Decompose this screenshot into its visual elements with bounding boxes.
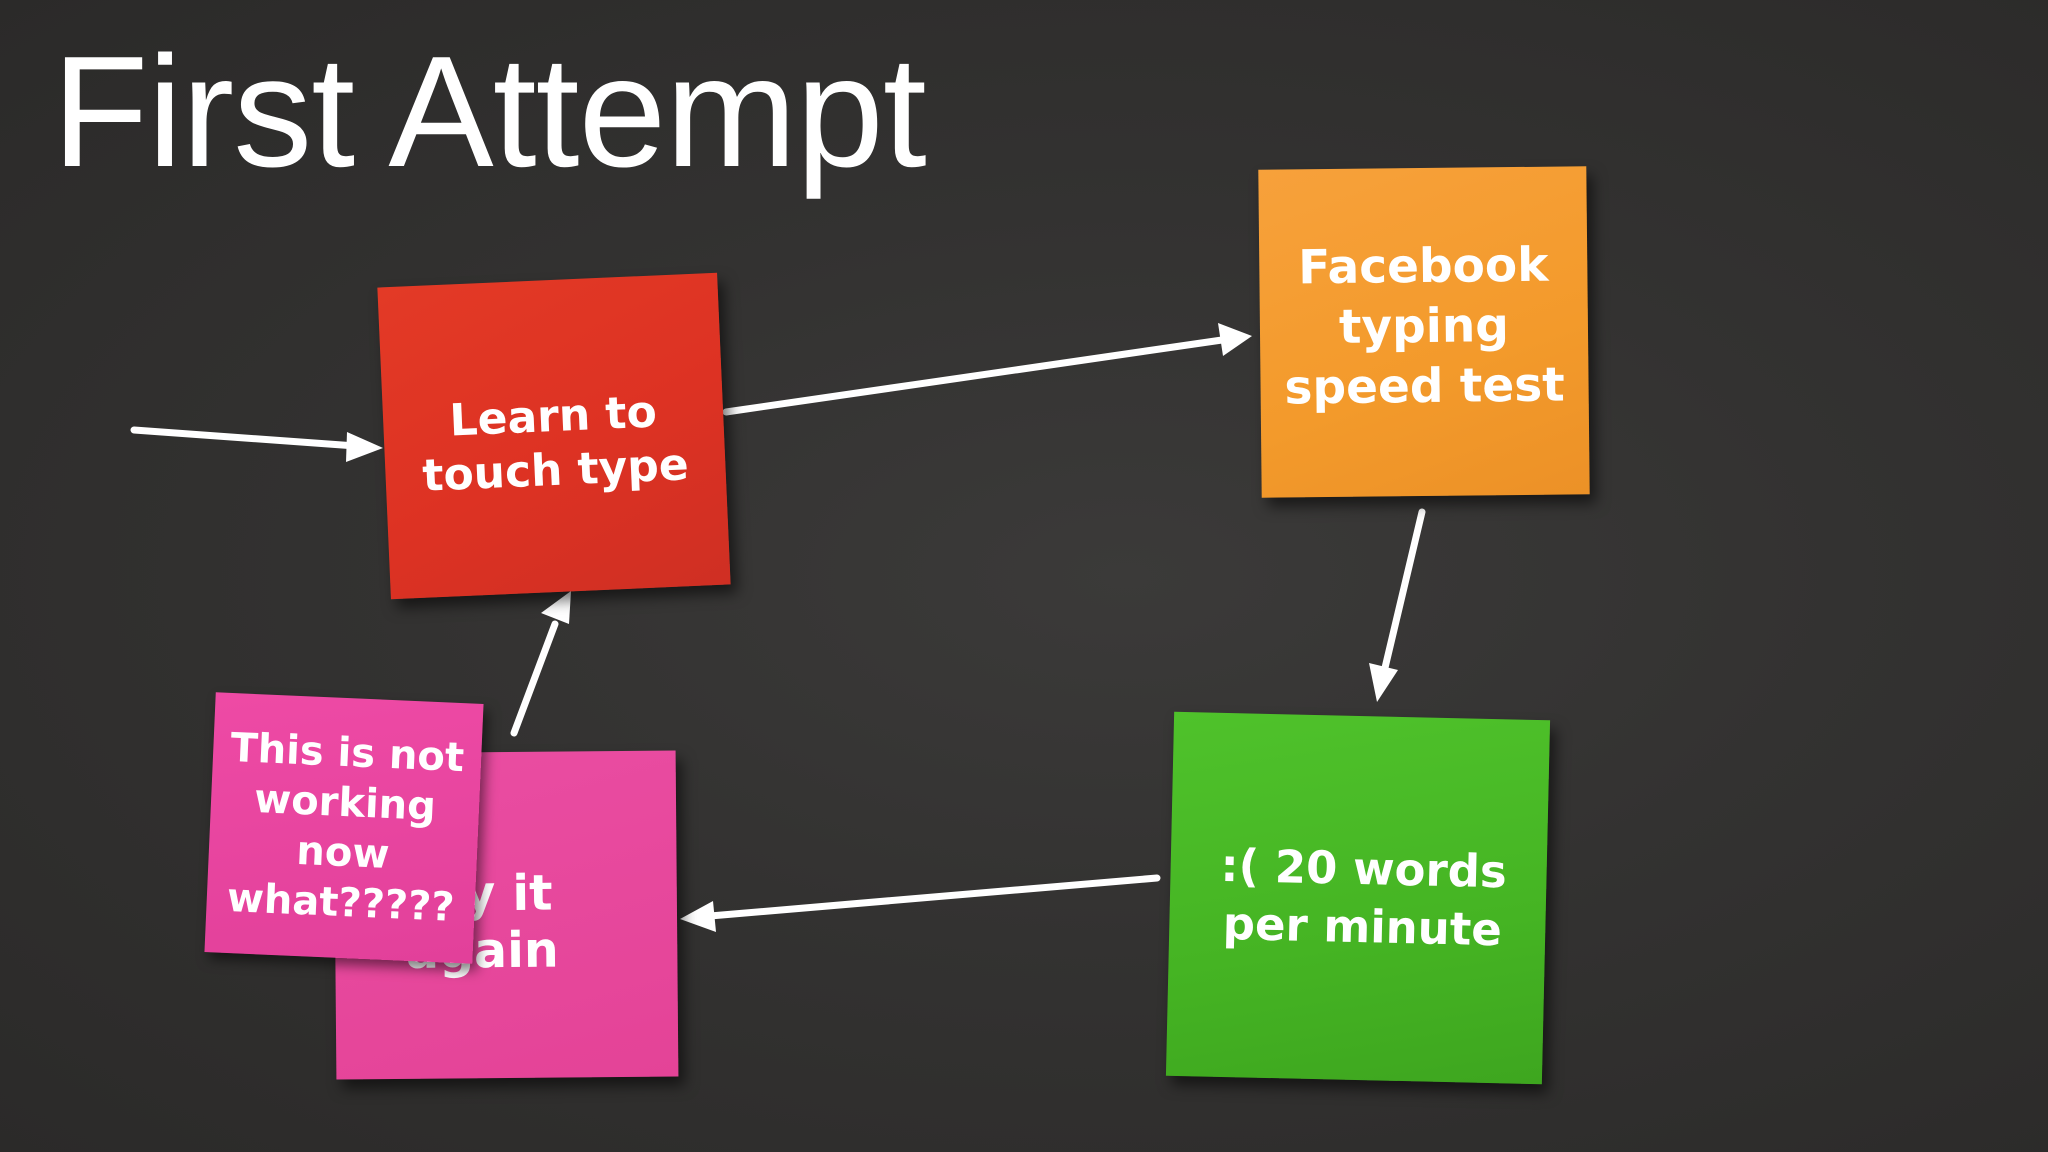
arrow-test-to-result-head: [1369, 663, 1398, 702]
note-result: :( 20 words per minute: [1165, 711, 1551, 1085]
entry-arrow-head: [346, 432, 383, 462]
arrow-learn-to-test: [722, 336, 1226, 416]
note-not-working: This is not working now what?????: [204, 692, 484, 964]
note-learn-label: Learn to touch type: [421, 386, 690, 502]
note-test-label: Facebook typing speed test: [1284, 237, 1565, 416]
note-stuck-label: This is not working now what?????: [226, 724, 466, 931]
note-facebook-speed-test: Facebook typing speed test: [1258, 166, 1590, 498]
note-result-label: :( 20 words per minute: [1220, 838, 1508, 957]
arrow-result-to-again: [706, 874, 1161, 920]
entry-arrow: [130, 426, 360, 450]
arrow-learn-to-test-head: [1218, 323, 1252, 356]
slide-title: First Attempt: [52, 24, 927, 200]
arrow-result-to-again-head: [680, 901, 716, 932]
arrow-again-to-learn: [510, 620, 559, 737]
note-learn-to-touch-type: Learn to touch type: [377, 272, 731, 600]
arrow-test-to-result: [1380, 508, 1426, 676]
arrow-again-to-learn-head: [541, 591, 571, 624]
